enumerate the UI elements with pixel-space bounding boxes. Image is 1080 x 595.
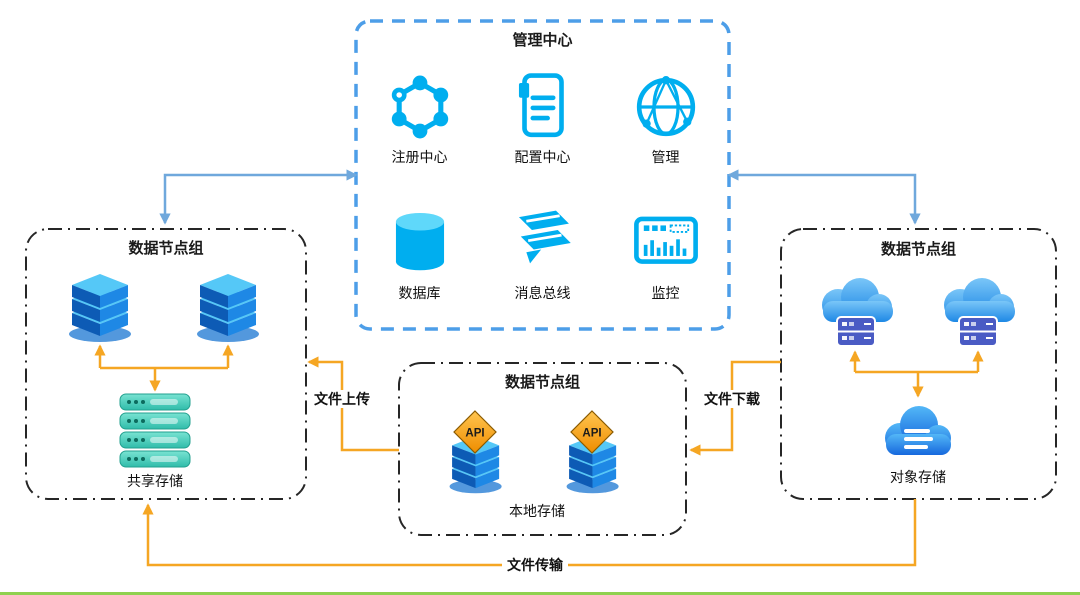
right-group-border	[780, 228, 1057, 500]
mgmt-item-label: 消息总线	[514, 284, 571, 301]
management-center-grid: 注册中心 配置中心 管理 数据库 消息总线 监控	[358, 50, 727, 322]
download-edge-label: 文件下载	[699, 390, 765, 408]
mgmt-item-database: 数据库	[358, 186, 481, 322]
object-storage-cloud-icon	[883, 404, 953, 457]
api-server-icon: API	[435, 410, 515, 498]
mgmt-item-label: 数据库	[398, 284, 441, 301]
bottom-edge-line	[0, 592, 1080, 595]
cloud-server-2	[930, 276, 1025, 359]
registry-icon	[383, 70, 457, 144]
api-badge-text: API	[465, 428, 484, 440]
api-badge-text: API	[582, 428, 601, 440]
mgmt-item-label: 监控	[651, 284, 680, 301]
mgmt-item-message-bus: 消息总线	[481, 186, 604, 322]
server-stack-icon	[188, 262, 268, 342]
center-group-title: 数据节点组	[504, 374, 580, 391]
blue-link-left	[159, 169, 358, 225]
cloud-server-icon	[943, 277, 1016, 347]
message-bus-icon	[517, 208, 572, 265]
server-stack-icon	[60, 262, 140, 342]
mgmt-item-label: 配置中心	[514, 148, 571, 165]
local-storage-label: 本地存储	[509, 503, 565, 519]
shared-storage-node	[110, 392, 200, 475]
transfer-edge-label: 文件传输	[502, 556, 568, 574]
left-server-1	[60, 262, 140, 347]
globe-network-icon	[629, 70, 703, 144]
object-storage-label: 对象存储	[890, 469, 946, 485]
management-center-title: 管理中心	[512, 32, 573, 49]
shared-storage-icon	[110, 392, 200, 470]
center-group-border	[398, 362, 687, 536]
api-server-2: API	[552, 410, 632, 503]
api-diamond-badge	[453, 410, 497, 454]
left-group-border	[25, 228, 307, 500]
left-group-title: 数据节点组	[128, 240, 204, 257]
database-cylinder-icon	[395, 212, 444, 270]
cloud-server-icon	[821, 277, 894, 347]
mgmt-item-label: 注册中心	[391, 148, 448, 165]
config-document-icon	[506, 70, 580, 144]
api-server-1: API	[435, 410, 515, 503]
blue-link-right	[727, 169, 921, 225]
object-storage-node	[875, 400, 961, 469]
right-group-title: 数据节点组	[880, 241, 956, 258]
mgmt-item-label: 管理	[651, 148, 680, 165]
api-diamond-badge	[570, 410, 614, 454]
mgmt-item-config: 配置中心	[481, 50, 604, 186]
api-server-icon: API	[552, 410, 632, 498]
cloud-server-1	[808, 276, 903, 359]
monitor-dashboard-icon	[629, 206, 703, 280]
shared-storage-label: 共享存储	[127, 473, 183, 489]
mgmt-item-monitor: 监控	[604, 186, 727, 322]
upload-edge-label: 文件上传	[309, 390, 375, 408]
mgmt-item-registry: 注册中心	[358, 50, 481, 186]
mgmt-item-manage: 管理	[604, 50, 727, 186]
left-server-2	[188, 262, 268, 347]
